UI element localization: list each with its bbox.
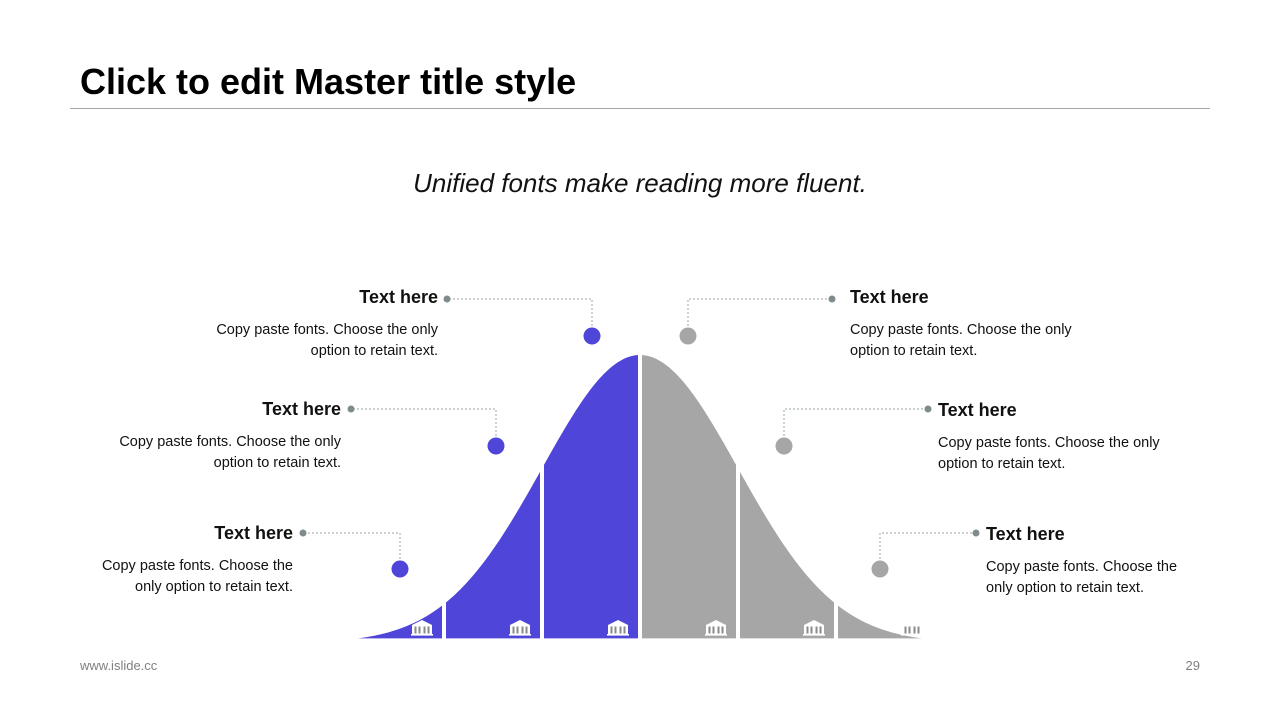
curve-segment-3 [544, 355, 638, 639]
label-left-mid: Text here Copy paste fonts. Choose the o… [0, 398, 341, 474]
connector-end-dot-6 [972, 529, 980, 537]
curve-segment-2 [446, 355, 540, 639]
connector-line-5 [783, 408, 928, 436]
connector-line-6 [879, 532, 976, 559]
label-right-mid: Text here Copy paste fonts. Choose the o… [938, 399, 1280, 475]
marker-dot-4 [679, 327, 697, 345]
marker-dot-5 [775, 437, 793, 455]
label-right-top: Text here Copy paste fonts. Choose the o… [850, 286, 1210, 362]
label-heading: Text here [262, 399, 341, 419]
label-heading: Text here [938, 400, 1017, 420]
connector-end-dot-4 [828, 295, 836, 303]
curve-segment-4 [642, 355, 736, 639]
marker-dot-3 [391, 560, 409, 578]
label-heading: Text here [214, 523, 293, 543]
title-divider [70, 108, 1210, 109]
connector-end-dot-2 [347, 405, 355, 413]
marker-dot-1 [583, 327, 601, 345]
page-title: Click to edit Master title style [80, 61, 577, 102]
connector-end-dot-1 [443, 295, 451, 303]
footer-url: www.islide.cc [80, 658, 158, 673]
label-heading: Text here [986, 524, 1065, 544]
connector-line-4 [687, 298, 832, 326]
label-left-top: Text here Copy paste fonts. Choose the o… [78, 286, 438, 362]
marker-dot-6 [871, 560, 889, 578]
curve-segment-5 [740, 355, 834, 639]
connector-line-1 [447, 298, 593, 326]
connector-end-dot-3 [299, 529, 307, 537]
marker-dot-2 [487, 437, 505, 455]
label-heading: Text here [359, 287, 438, 307]
connector-line-2 [351, 408, 497, 436]
label-heading: Text here [850, 287, 929, 307]
page-subtitle: Unified fonts make reading more fluent. [413, 168, 867, 198]
page-number: 29 [1185, 658, 1200, 673]
connector-end-dot-5 [924, 405, 932, 413]
building-icon [901, 620, 923, 636]
connector-line-3 [303, 532, 401, 559]
